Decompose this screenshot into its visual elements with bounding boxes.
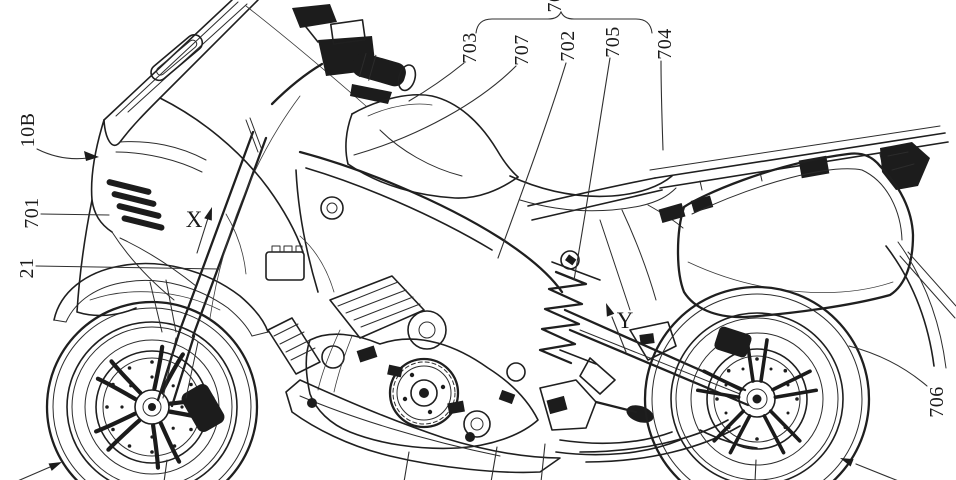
leader-bottom-right (855, 463, 898, 480)
leader-701 (40, 213, 110, 216)
callout-706: 706 (926, 386, 948, 418)
axis-label-y: Y (617, 308, 634, 333)
leader-703 (408, 62, 465, 102)
rear-brake-caliper (714, 326, 752, 358)
leader-705 (573, 57, 611, 281)
front-brake-caliper (181, 384, 225, 432)
brace-70 (475, 10, 653, 34)
leader-bottom-left (18, 466, 51, 480)
arrowhead-x (204, 207, 212, 221)
windscreen-grab-slot (150, 33, 204, 82)
arrow-x-line (196, 217, 209, 254)
engine (267, 275, 539, 450)
handlebar-mirror (270, 4, 417, 106)
fuel-tank (345, 94, 519, 199)
arrow-y-line (611, 316, 627, 353)
callout-705: 705 (602, 26, 624, 58)
arrowhead-bottom-right (840, 458, 854, 467)
leader-stub-2 (403, 451, 410, 480)
frame (265, 150, 663, 311)
leader-704 (660, 60, 664, 151)
throttle-grip (352, 53, 417, 92)
leader-stub-5 (754, 459, 757, 480)
leader-10b (36, 148, 89, 160)
callout-70-group: 70 (544, 0, 566, 13)
leader-702 (497, 62, 567, 259)
callout-703: 703 (459, 32, 481, 64)
annotations (18, 10, 928, 480)
rear-brake-disc-rivets (715, 357, 799, 441)
mirror-icon (292, 4, 337, 43)
pannier-case (676, 152, 915, 319)
callout-labels: 70 703 707 702 705 704 10B 701 21 706 X … (16, 0, 948, 418)
leader-706 (848, 345, 928, 387)
callout-21: 21 (16, 258, 38, 279)
callout-702: 702 (557, 30, 579, 62)
rear-shock (538, 250, 616, 395)
front-fairing-windscreen (76, 0, 367, 317)
belly-pan-exhaust (285, 321, 741, 474)
arrowhead-10b (84, 151, 99, 161)
callout-707: 707 (511, 34, 533, 66)
leader-21 (35, 265, 220, 270)
front-fender (53, 262, 269, 337)
leader-stub-1 (163, 459, 168, 480)
arrowhead-y (606, 303, 615, 317)
fairing-louvers (106, 179, 165, 231)
leader-stub-3 (490, 446, 498, 480)
leader-stub-4 (540, 443, 546, 480)
front-wheel (45, 300, 259, 480)
rear-rack (649, 125, 949, 191)
callout-704: 704 (654, 28, 676, 60)
rear-wheel (643, 241, 956, 480)
axis-label-x: X (186, 207, 203, 232)
leader-707 (353, 65, 517, 156)
arrowhead-bottom-left (48, 462, 62, 471)
callout-701: 701 (21, 197, 43, 229)
callout-10b: 10B (17, 113, 39, 148)
